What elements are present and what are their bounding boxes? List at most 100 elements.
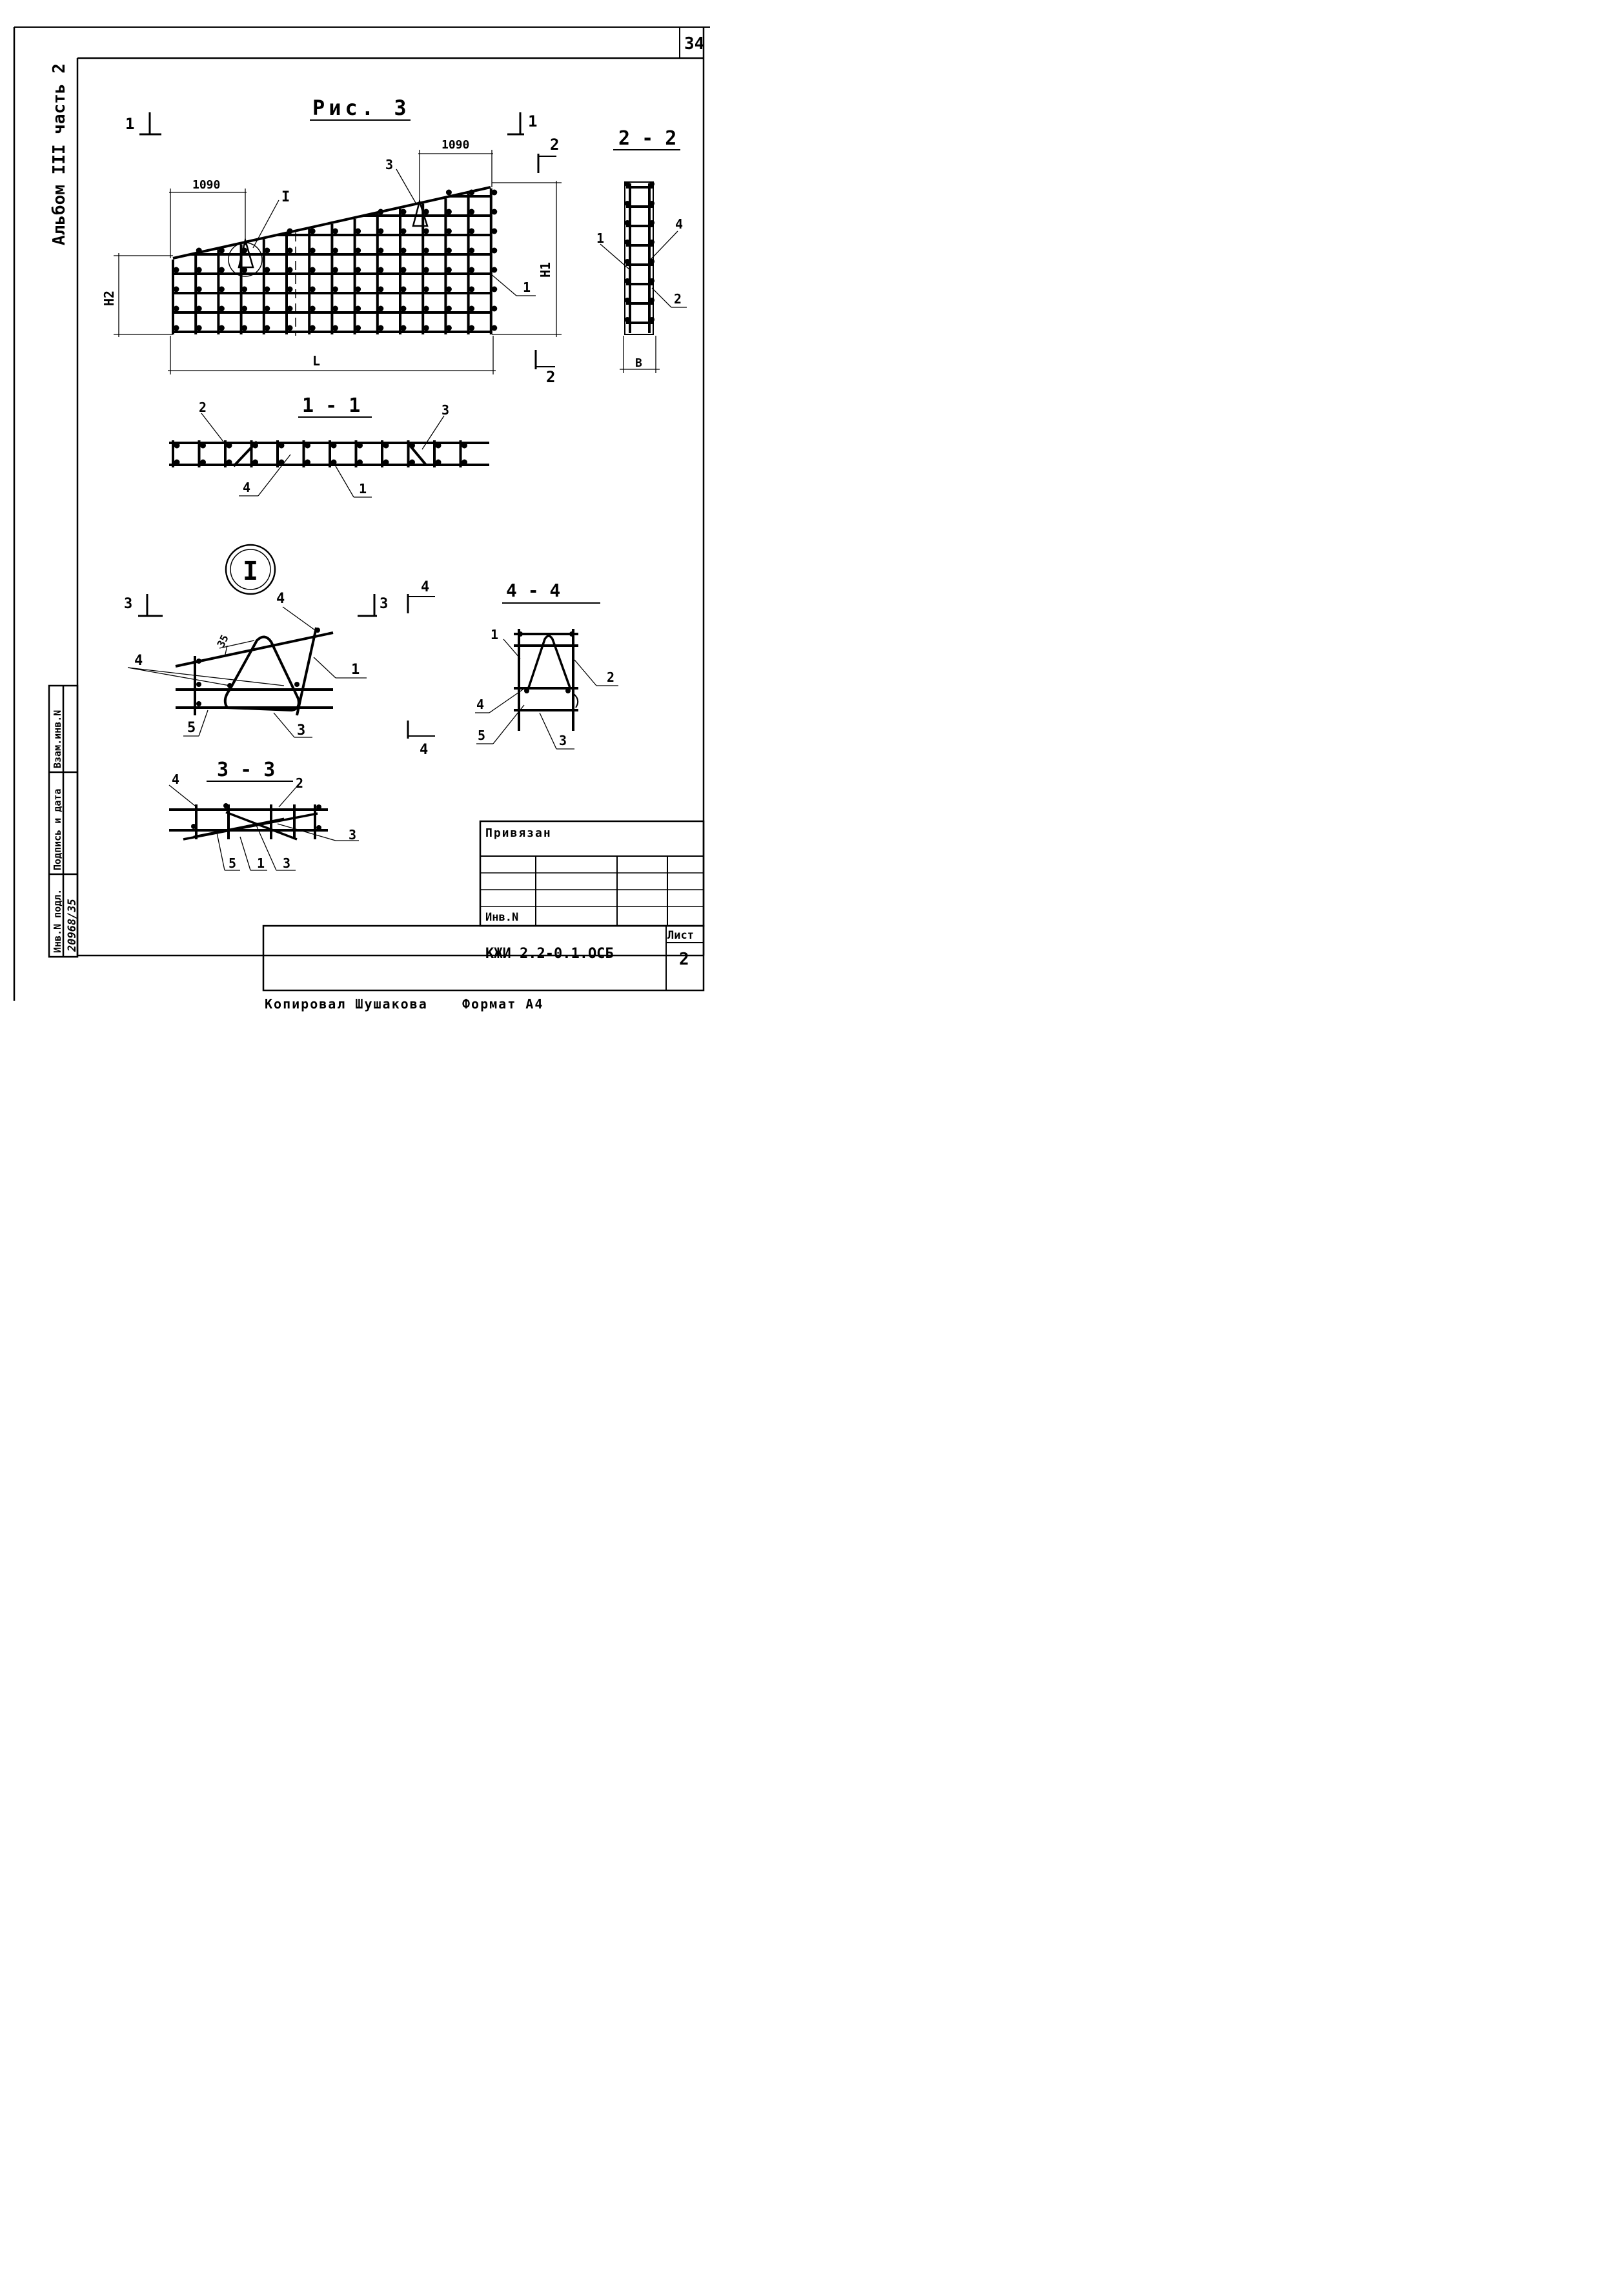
weld-node	[469, 228, 475, 234]
weld-node	[218, 325, 225, 331]
weld-node	[309, 325, 316, 331]
weld-node	[649, 317, 655, 322]
weld-node	[469, 247, 475, 254]
detail-callout-4-top: 4	[276, 591, 285, 607]
sec44-callout-4: 4	[476, 697, 484, 712]
weld-node	[305, 459, 310, 465]
weld-node	[423, 305, 429, 312]
side-inv-value: 20968/35	[66, 899, 79, 952]
weld-node	[278, 459, 285, 465]
weld-node	[196, 305, 202, 312]
weld-node	[400, 267, 407, 273]
side-col-signature: Подпись и дата	[52, 789, 63, 870]
weld-node	[469, 209, 475, 215]
weld-node	[400, 325, 407, 331]
weld-node	[173, 286, 179, 292]
side-col-vzam: Взам.инв.N	[52, 710, 63, 768]
weld-node	[649, 240, 655, 245]
callout-3: 3	[385, 157, 393, 172]
section-2-2: 2 - 2 1 4 2 B	[596, 127, 687, 373]
sec11-callout-3: 3	[442, 402, 449, 418]
side-col-inv-podl: Инв.N подл.	[52, 889, 63, 953]
weld-node	[491, 209, 498, 215]
callout-1: 1	[523, 280, 531, 295]
weld-node	[332, 325, 338, 331]
weld-node	[357, 442, 363, 449]
section-mark-3-left: 3	[124, 596, 132, 612]
weld-node	[383, 459, 389, 465]
weld-node	[173, 305, 179, 312]
weld-node	[435, 442, 442, 449]
section-mark-2-top: 2	[550, 136, 559, 154]
weld-node	[309, 286, 316, 292]
detail-callout-3: 3	[297, 722, 305, 739]
weld-node	[332, 228, 338, 234]
weld-node	[378, 325, 384, 331]
title-block: Привязан Инв.N КЖИ 2.2-0.1.ОСБ Лист 2	[262, 820, 705, 992]
stamp-sheet-number: 2	[679, 950, 689, 969]
weld-node	[491, 325, 498, 331]
section-22-title: 2 - 2	[618, 127, 676, 150]
weld-node	[469, 267, 475, 273]
weld-node	[218, 305, 225, 312]
weld-node	[218, 286, 225, 292]
weld-node	[491, 305, 498, 312]
weld-node	[287, 247, 293, 254]
weld-node	[469, 325, 475, 331]
weld-node	[625, 220, 630, 225]
weld-node	[378, 247, 384, 254]
weld-node	[649, 220, 655, 225]
weld-node	[196, 325, 202, 331]
weld-node	[445, 189, 452, 196]
section-44-title: 4 - 4	[506, 580, 560, 601]
weld-node	[491, 189, 498, 196]
weld-node	[355, 267, 361, 273]
detail-callout-1: 1	[351, 662, 360, 678]
weld-node	[423, 286, 429, 292]
weld-node	[355, 325, 361, 331]
weld-node	[287, 267, 293, 273]
weld-node	[469, 286, 475, 292]
weld-node	[423, 247, 429, 254]
drawing-sheet: 34 Альбом III часть 2 Рис. 3 I 3 1 1090 …	[13, 26, 710, 1012]
weld-node	[400, 247, 407, 254]
weld-node	[332, 305, 338, 312]
weld-node	[357, 459, 363, 465]
sec44-callout-3: 3	[559, 733, 567, 748]
section-mark-3-right: 3	[380, 596, 388, 612]
detail-label: I	[281, 189, 290, 205]
weld-node	[200, 459, 206, 465]
sec33-callout-3-bottom: 3	[283, 855, 290, 871]
weld-node	[309, 247, 316, 254]
weld-node	[355, 228, 361, 234]
weld-node	[445, 305, 452, 312]
main-elevation: I 3 1 1090 1090 H1 H2 L 1	[101, 112, 562, 386]
sec11-callout-2: 2	[199, 400, 207, 415]
rebar-grid	[172, 188, 498, 334]
dim-1090-left: 1090	[192, 178, 220, 192]
weld-node	[491, 228, 498, 234]
weld-node	[649, 201, 655, 206]
weld-node	[278, 442, 285, 449]
weld-node	[287, 286, 293, 292]
side-stamp: Инв.N подл. Подпись и дата Взам.инв.N 20…	[48, 684, 79, 958]
weld-node	[309, 228, 316, 234]
weld-node	[355, 305, 361, 312]
album-title: Альбом III часть 2	[50, 63, 69, 245]
weld-node	[174, 442, 180, 449]
weld-node	[445, 247, 452, 254]
weld-node	[445, 286, 452, 292]
weld-node	[330, 459, 337, 465]
sec33-callout-5: 5	[228, 855, 236, 871]
weld-node	[332, 247, 338, 254]
sec33-callout-2: 2	[296, 775, 303, 791]
weld-node	[264, 286, 270, 292]
weld-node	[625, 201, 630, 206]
detail-symbol: I	[243, 557, 258, 586]
section-mark-4-top: 4	[421, 579, 429, 595]
sec22-callout-2: 2	[674, 291, 682, 307]
section-4-4: 4 - 4 1 2 4 5 3	[475, 580, 618, 750]
weld-node	[400, 286, 407, 292]
sheet-frame	[13, 26, 710, 1001]
weld-node	[241, 267, 248, 273]
